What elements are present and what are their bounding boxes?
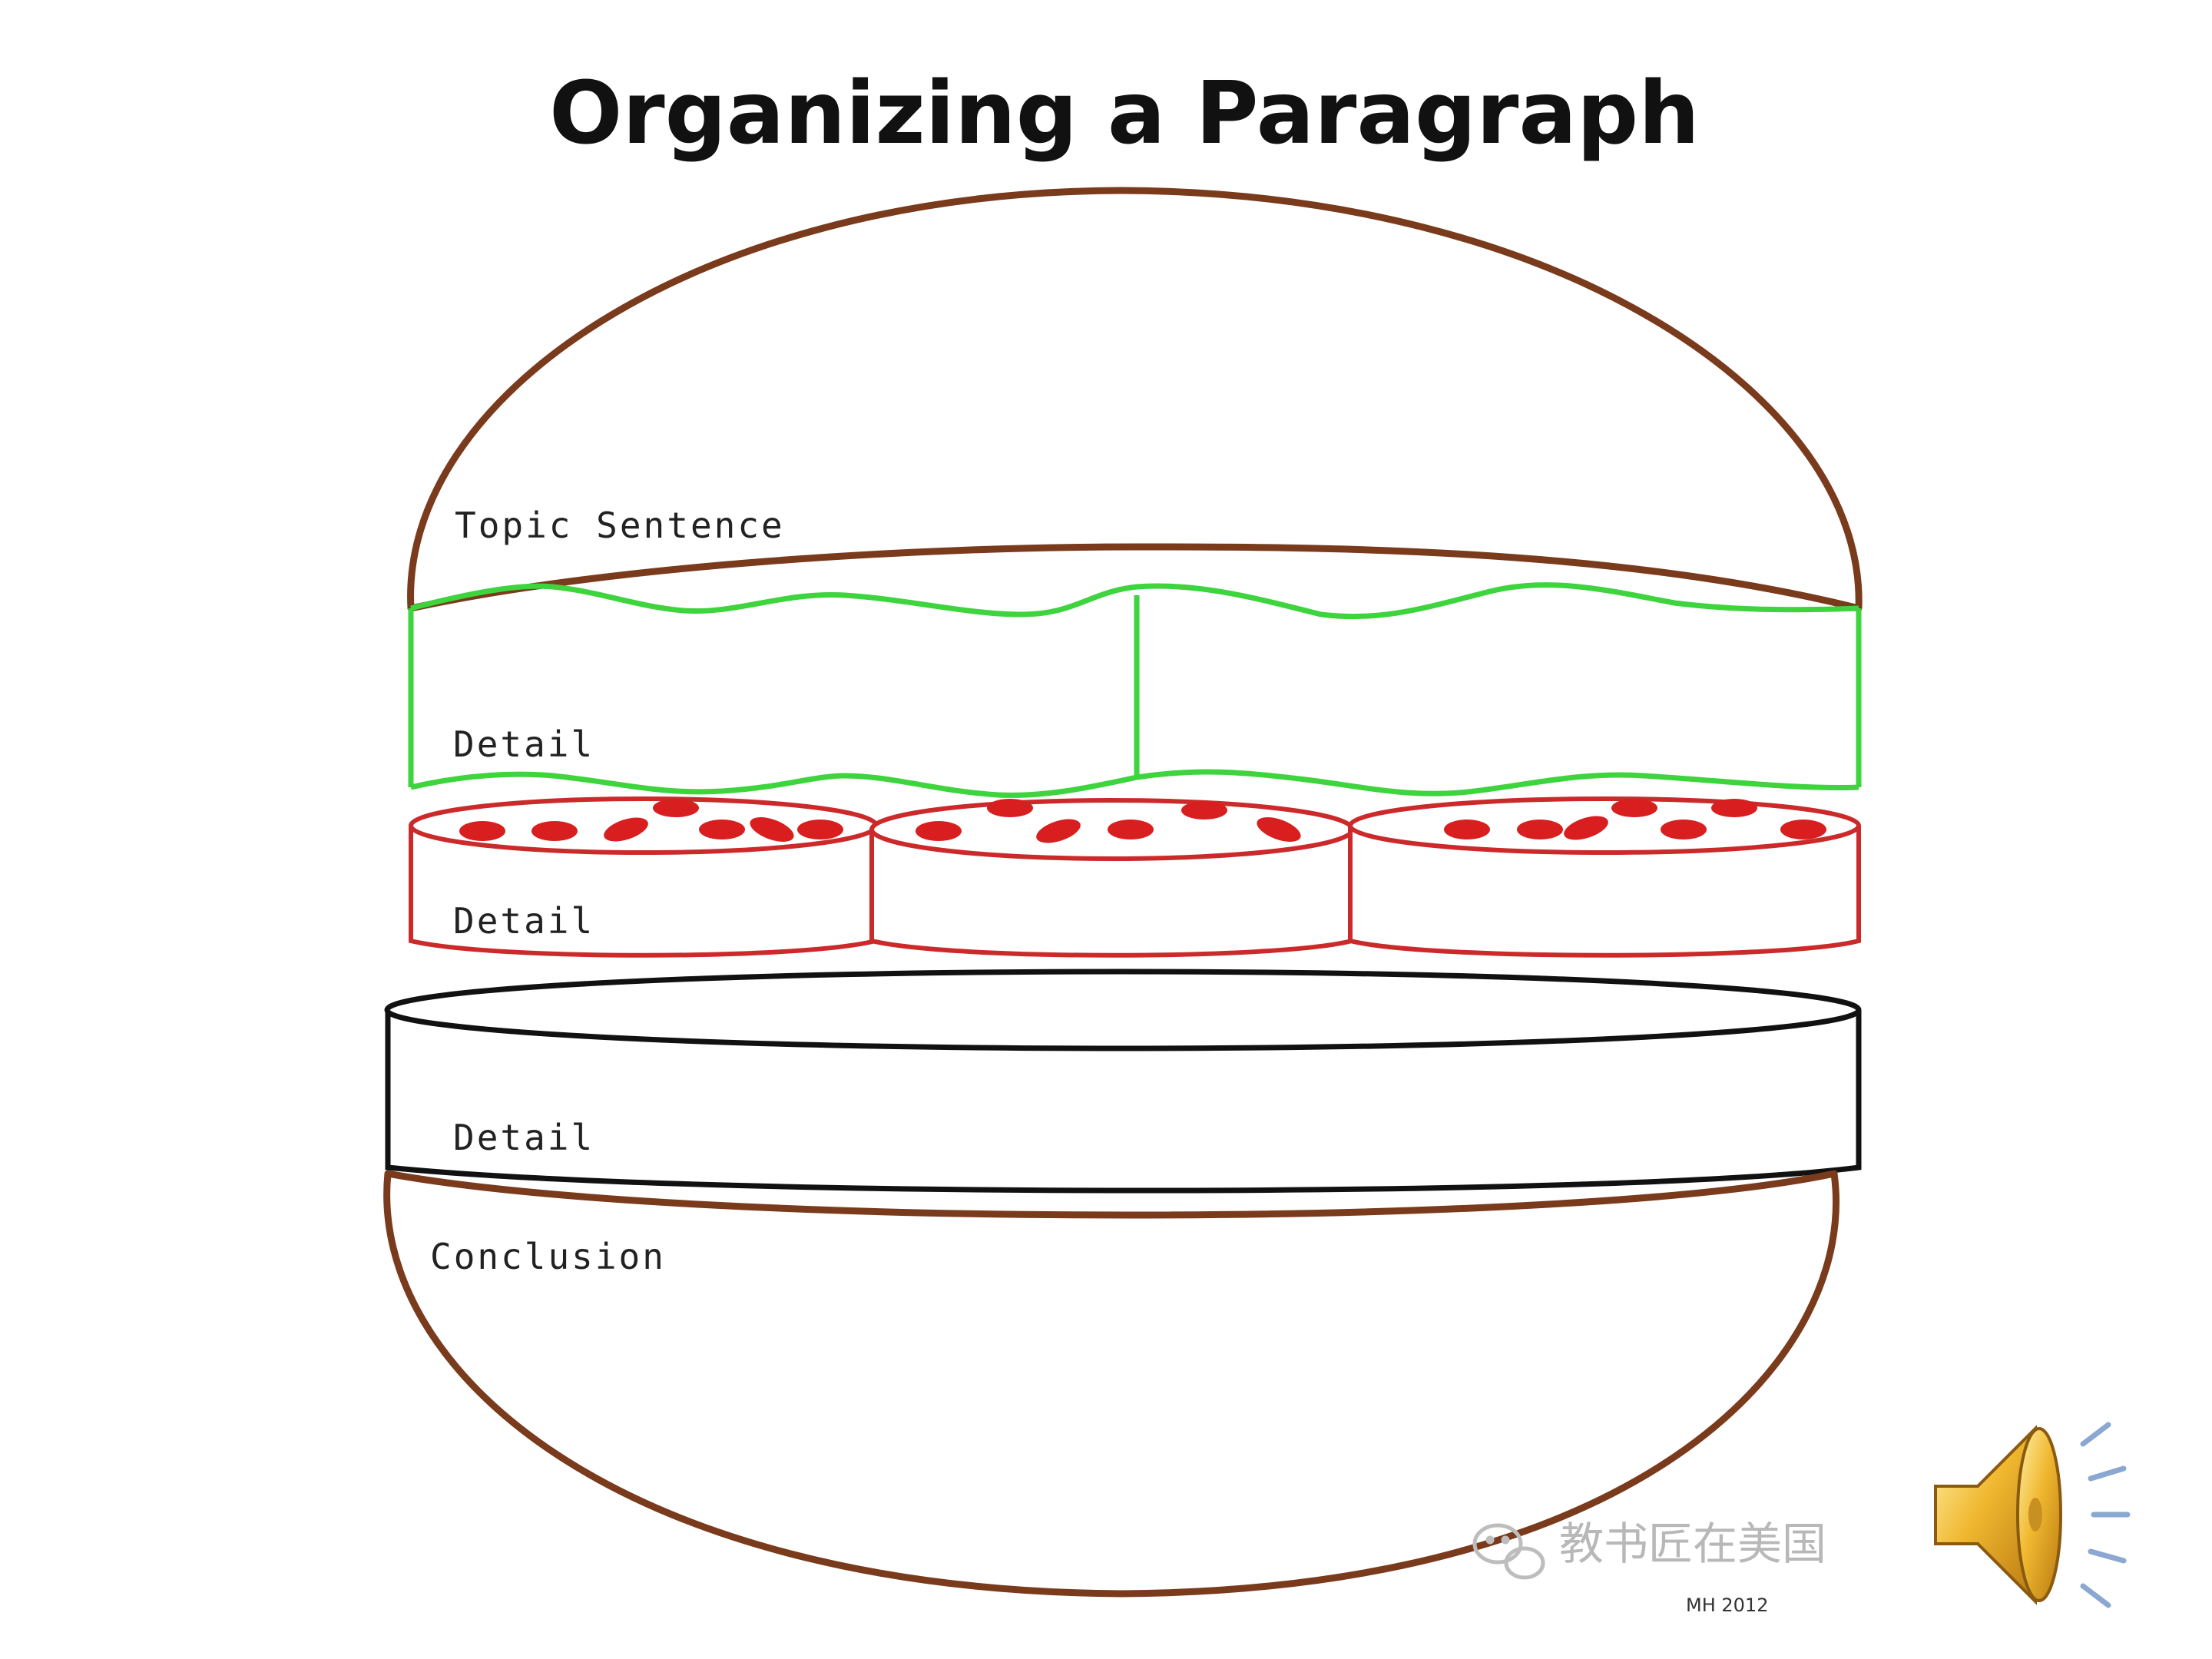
tomato-seed xyxy=(1257,817,1301,842)
topic-sentence-label: Topic Sentence xyxy=(455,505,785,546)
watermark-text: 教书匠在美国 xyxy=(1559,1518,1826,1570)
tomato-seed xyxy=(1036,819,1081,843)
lettuce-bottom-edge xyxy=(410,769,1859,798)
tomato-seed xyxy=(750,817,794,842)
top-bun xyxy=(407,187,1863,612)
speaker-icon[interactable] xyxy=(1934,1422,2131,1608)
tomato-seed xyxy=(653,799,699,817)
tomato-seed xyxy=(797,820,843,839)
wechat-logo-icon xyxy=(1472,1523,1545,1580)
detail-label-lettuce: Detail xyxy=(453,724,594,765)
cheese-layer xyxy=(384,969,1862,1194)
tomato-seed xyxy=(1661,820,1707,839)
tomato-seed xyxy=(987,799,1033,817)
tomato-seed xyxy=(1181,801,1227,820)
tomato-layer xyxy=(409,796,1861,958)
tomato-seed xyxy=(1780,820,1826,839)
tomato-seed xyxy=(1517,820,1563,839)
tomato-seed xyxy=(1711,799,1757,817)
bottom-bun xyxy=(383,1170,1840,1598)
diagram-title: Organizing a Paragraph xyxy=(549,64,1700,164)
tomato-seed xyxy=(1108,820,1154,839)
tomato-seed xyxy=(1444,820,1490,839)
conclusion-label: Conclusion xyxy=(430,1236,666,1277)
tomato-seed xyxy=(531,821,578,841)
lettuce-top-edge xyxy=(410,582,1859,620)
tomato-seed xyxy=(1611,799,1657,817)
tomato-seed xyxy=(604,817,648,842)
watermark: 教书匠在美国 xyxy=(1472,1518,1826,1580)
small-mark: MH 2012 xyxy=(1686,1594,1768,1616)
detail-label-cheese: Detail xyxy=(453,1117,594,1158)
lettuce-layer xyxy=(408,582,1862,798)
tomato-seed xyxy=(916,821,962,841)
tomato-seed xyxy=(1564,816,1608,840)
tomato-seed xyxy=(459,821,505,841)
tomato-seeds xyxy=(459,799,1826,843)
detail-label-tomato: Detail xyxy=(453,900,594,942)
tomato-seed xyxy=(699,820,745,839)
